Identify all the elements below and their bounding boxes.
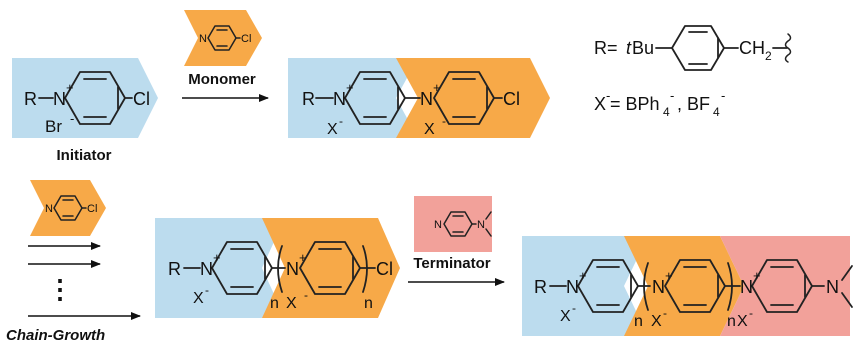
product-plus2-label: + (665, 268, 673, 283)
monomer-icon-n: N (199, 33, 207, 45)
x-def-minus: - (606, 88, 610, 103)
x-def-bph: = BPh (610, 94, 660, 114)
ch2-label: CH (739, 38, 765, 58)
initiator-br-label: Br (45, 117, 62, 136)
dimer-n2-label: N (420, 89, 433, 109)
tbu-label: Bu (632, 38, 654, 58)
polymer-x1-label: X (193, 290, 204, 307)
polymer-molecule: R N + N + Cl X - n X - n (168, 241, 393, 312)
monomer-icon-cl: Cl (241, 33, 251, 45)
monomer-icon-shape (184, 10, 262, 66)
initiator-blue-shape (12, 58, 158, 138)
dimer-molecule: R N + N + Cl X - X - (302, 71, 520, 138)
dimer-r-label: R (302, 89, 315, 109)
dimer-x2-minus: - (442, 114, 446, 128)
product-blue-shape (522, 236, 648, 336)
dimer-x2-label: X (424, 121, 435, 138)
dimer-cl-label: Cl (503, 89, 520, 109)
chain-monomer-icon-cl: Cl (87, 203, 97, 215)
terminator-icon-n1: N (434, 219, 442, 231)
terminator-icon-shape (414, 196, 492, 252)
polymer-r-label: R (168, 259, 181, 279)
chain-monomer-icon-shape (30, 180, 106, 236)
initiator-plus-label: + (66, 80, 74, 95)
x-def-bf-sub: 4 (713, 105, 720, 119)
r-equals-label: R= (594, 38, 618, 58)
dimer-blue-shape (288, 58, 418, 138)
product-n-subscript-1: n (634, 313, 643, 330)
chain-monomer-icon-n: N (45, 203, 53, 215)
product-x2-label: X (651, 313, 662, 330)
dimer-n1-label: N (333, 89, 346, 109)
initiator-n-label: N (53, 89, 66, 109)
x-def-bf-sup: - (721, 88, 725, 103)
product-n3-label: N (740, 277, 753, 297)
initiator-cl-label: Cl (133, 89, 150, 109)
product-r-label: R (534, 277, 547, 297)
dimer-orange-shape (396, 58, 550, 138)
polymer-plus2-label: + (299, 250, 307, 265)
chain-monomer-icon-molecule: N Cl (45, 195, 97, 221)
initiator-label: Initiator (57, 147, 112, 164)
product-n-subscript-2: n (727, 313, 736, 330)
product-molecule: R N + N + N + N X - n X - n X - (534, 259, 853, 330)
terminator-icon-n2: N (477, 219, 485, 231)
counterion-definition: X - = BPh 4 - , BF 4 - (594, 88, 725, 119)
chain-growth-label: Chain-Growth (6, 327, 105, 344)
polymer-x2-minus: - (304, 288, 308, 302)
x-def-bph-sup: - (670, 88, 674, 103)
dimer-x1-minus: - (339, 114, 343, 128)
product-n1-label: N (566, 277, 579, 297)
product-plus1-label: + (579, 268, 587, 283)
x-def-bf: , BF (677, 94, 710, 114)
x-def-label: X (594, 94, 606, 114)
r-group-definition: R= t Bu CH 2 (594, 25, 792, 71)
product-x1-label: X (560, 308, 571, 325)
dimer-x1-label: X (327, 121, 338, 138)
product-red-shape (720, 236, 850, 336)
product-n2-label: N (652, 277, 665, 297)
chain-ellipsis: ⋮ (47, 274, 73, 304)
dimer-plus2-label: + (433, 80, 441, 95)
polymer-orange-shape (262, 218, 400, 318)
product-plus3-label: + (753, 268, 761, 283)
polymer-cl-label: Cl (376, 259, 393, 279)
polymer-n2-label: N (286, 259, 299, 279)
product-x1-minus: - (572, 301, 576, 315)
terminator-icon-molecule: N N (434, 211, 492, 237)
ch2-subscript: 2 (765, 49, 772, 63)
monomer-label: Monomer (188, 71, 256, 88)
initiator-r-label: R (24, 89, 37, 109)
polymer-x1-minus: - (205, 283, 209, 297)
terminator-label: Terminator (413, 255, 490, 272)
initiator-br-minus: - (70, 111, 74, 126)
polymer-n-subscript-1: n (270, 295, 279, 312)
initiator-molecule: R N + Cl Br - (24, 71, 150, 136)
x-def-bph-sub: 4 (663, 105, 670, 119)
polymer-n1-label: N (200, 259, 213, 279)
tbu-italic-t: t (626, 38, 632, 58)
polymer-x2-label: X (286, 295, 297, 312)
product-orange-shape (624, 236, 744, 336)
product-x3-label: X (737, 313, 748, 330)
monomer-icon-molecule: N Cl (199, 25, 251, 51)
polymer-blue-shape (155, 218, 285, 318)
polymer-plus1-label: + (213, 250, 221, 265)
product-x2-minus: - (663, 306, 667, 320)
product-x3-minus: - (749, 306, 753, 320)
dimer-plus1-label: + (346, 80, 354, 95)
product-nme2-label: N (826, 277, 839, 297)
polymer-n-subscript-2: n (364, 295, 373, 312)
